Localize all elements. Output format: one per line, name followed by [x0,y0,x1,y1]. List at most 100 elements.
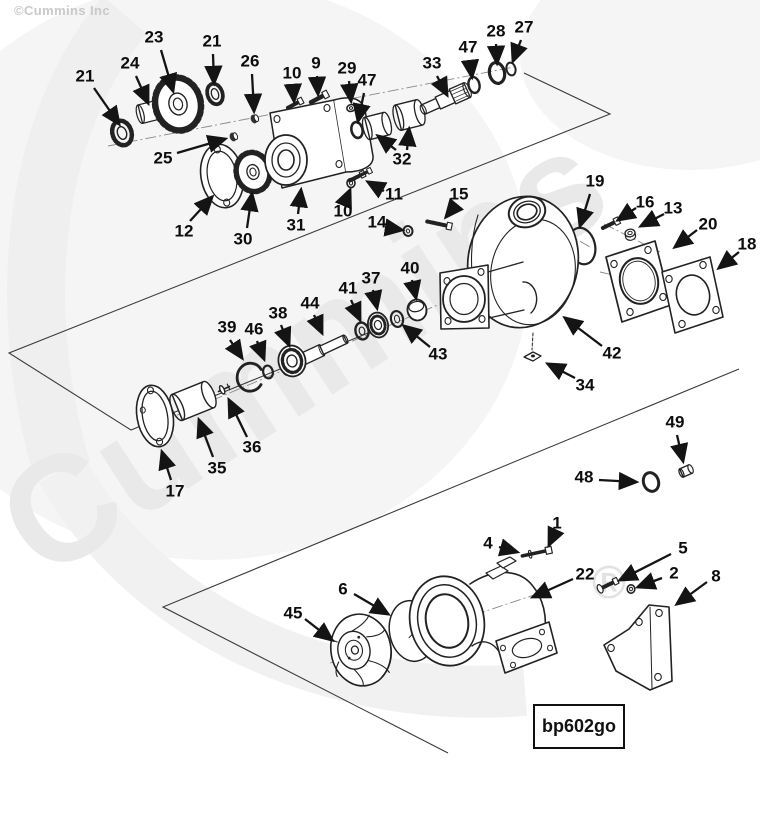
callout-15: 15 [443,185,469,220]
callout-number: 15 [450,185,469,204]
part-washer-2 [626,583,636,594]
leader-arrow [364,289,383,312]
leader-arrow [132,75,150,107]
callout-number: 32 [393,150,412,169]
callout-number: 12 [175,222,194,241]
callout-number: 31 [287,216,306,235]
leader-arrow [274,324,292,349]
leader-arrow [670,434,689,465]
leader-arrow [353,593,391,616]
callout-14: 14 [368,213,406,237]
callout-number: 4 [483,534,493,553]
callout-number: 14 [368,213,387,232]
callout-number: 34 [576,376,595,395]
leader-arrow [307,75,327,98]
leader-arrow [403,279,422,302]
callout-8: 8 [674,567,721,607]
leader-arrow [249,339,267,363]
callout-number: 46 [245,320,264,339]
leader-arrow [283,83,303,105]
callout-31: 31 [287,186,308,235]
leader-arrow [716,250,740,271]
callout-number: 33 [423,54,442,73]
leader-arrow [510,39,528,65]
leader-arrow [672,229,698,250]
callout-number: 24 [121,54,140,73]
callout-41: 41 [339,279,362,324]
callout-45: 45 [284,604,335,643]
figure-code-text: bp602go [541,716,616,736]
callout-6: 6 [338,580,391,616]
callout-number: 5 [678,539,687,558]
callout-number: 36 [243,438,262,457]
registered-mark: ® [592,556,626,608]
leader-arrow [204,53,223,87]
cummins-watermark: Cummins ® [0,0,635,718]
leader-arrow [352,92,371,125]
callout-23: 23 [145,28,177,95]
part-ring-46 [262,364,274,380]
callout-number: 10 [334,202,353,221]
callout-number: 25 [154,149,173,168]
leader-arrow [430,75,449,99]
callout-number: 23 [145,28,164,47]
leader-arrow [240,190,259,229]
part-flange-20 [605,240,672,323]
leader-arrow [544,362,576,381]
leader-arrow [224,338,244,361]
leader-arrow [497,538,521,557]
callout-16: 16 [615,193,654,222]
callout-27: 27 [510,18,534,65]
callout-number: 35 [208,459,227,478]
leader-arrow [383,218,406,237]
callout-29: 29 [338,59,359,105]
callout-number: 21 [203,32,222,51]
callout-1: 1 [547,514,565,549]
callout-9: 9 [307,54,327,98]
callout-number: 29 [338,59,357,78]
leader-arrow [227,396,249,438]
callout-12: 12 [175,194,215,241]
callout-22: 22 [529,565,594,599]
callout-number: 11 [385,185,403,204]
leader-arrow [637,209,665,228]
callout-35: 35 [196,416,227,478]
callout-20: 20 [672,215,717,250]
callout-number: 28 [487,22,506,41]
callout-number: 6 [338,580,347,599]
part-gasket-17 [135,384,175,448]
callout-36: 36 [227,396,262,457]
callout-number: 9 [311,54,320,73]
leader-arrow [375,133,398,154]
callout-number: 10 [283,64,302,83]
leader-arrow [634,572,663,590]
callout-18: 18 [716,235,757,271]
callout-number: 40 [401,259,420,278]
callout-number: 18 [738,235,757,254]
part-turbocharger-42 [439,195,580,351]
leader-arrow [547,525,565,549]
part-impeller-45 [327,613,392,687]
callout-number: 2 [669,564,678,583]
callout-43: 43 [401,323,447,364]
lower-plane-outline [161,368,740,754]
part-oring-27 [505,61,517,77]
part-clamp-34 [523,351,542,362]
callout-number: 30 [234,230,253,249]
callout-number: 27 [515,18,534,37]
part-bearing-37 [366,311,390,339]
callout-number: 17 [166,482,185,501]
part-stud-15 [425,219,453,231]
callout-number: 19 [586,172,605,191]
part-snap-ring-39 [235,361,263,393]
leader-arrow [340,80,359,105]
leader-arrow [598,471,640,491]
part-tbolt-4-nut-1 [520,545,553,559]
callout-47: 47 [459,38,480,81]
callout-5: 5 [616,539,688,582]
callout-number: 38 [269,304,288,323]
callout-19: 19 [576,172,605,230]
leader-arrow [674,581,708,607]
